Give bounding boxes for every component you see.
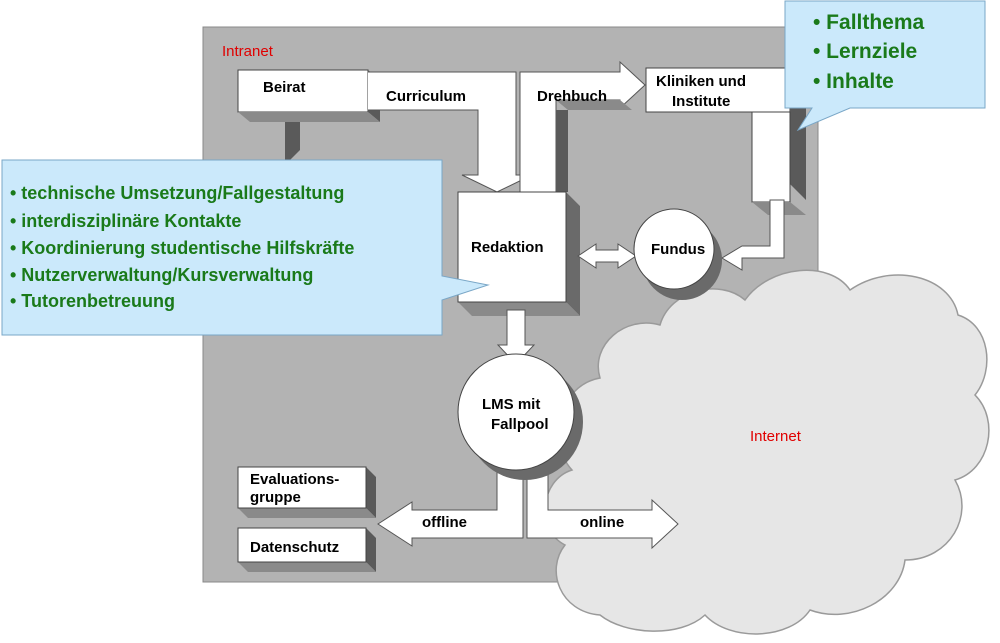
offline-arrow <box>377 464 524 547</box>
lms-label-2: Fallpool <box>491 416 549 433</box>
beirat-box <box>237 69 380 122</box>
drehbuch-arrow <box>519 60 646 193</box>
datenschutz-box <box>237 527 376 572</box>
online-arrow <box>526 464 679 550</box>
callout-left-item: • Tutorenbetreuung <box>10 291 175 311</box>
drehbuch-label: Drehbuch <box>537 88 607 105</box>
offline-label: offline <box>422 514 467 531</box>
kliniken-label-2: Institute <box>672 93 730 110</box>
fundus-node <box>633 208 722 300</box>
callout-left-item: • Koordinierung studentische Hilfskräfte <box>10 238 354 258</box>
intranet-label: Intranet <box>222 43 274 60</box>
lms-label-1: LMS mit <box>482 396 540 413</box>
online-label: online <box>580 514 624 531</box>
curriculum-label: Curriculum <box>386 88 466 105</box>
fundus-label: Fundus <box>651 241 705 258</box>
internet-label: Internet <box>750 428 802 445</box>
beirat-label: Beirat <box>263 79 306 96</box>
callout-top-right-item: • Lernziele <box>813 40 917 63</box>
redaktion-box <box>457 191 580 316</box>
evaluation-label-2: gruppe <box>250 489 301 506</box>
callout-left-item: • technische Umsetzung/Fallgestaltung <box>10 183 344 203</box>
callout-top-right-item: • Fallthema <box>813 11 925 34</box>
callout-left-item: • interdisziplinäre Kontakte <box>10 211 241 231</box>
kliniken-fundus-arrow <box>721 199 785 271</box>
lms-node <box>457 353 583 480</box>
callout-left-item: • Nutzerverwaltung/Kursverwaltung <box>10 265 313 285</box>
datenschutz-label: Datenschutz <box>250 539 339 556</box>
evaluation-box <box>237 466 376 518</box>
redaktion-label: Redaktion <box>471 239 544 256</box>
kliniken-label-1: Kliniken und <box>656 73 746 90</box>
callout-left <box>1 159 490 336</box>
callout-top-right <box>784 0 986 132</box>
callout-top-right-item: • Inhalte <box>813 70 894 93</box>
evaluation-label-1: Evaluations- <box>250 471 339 488</box>
